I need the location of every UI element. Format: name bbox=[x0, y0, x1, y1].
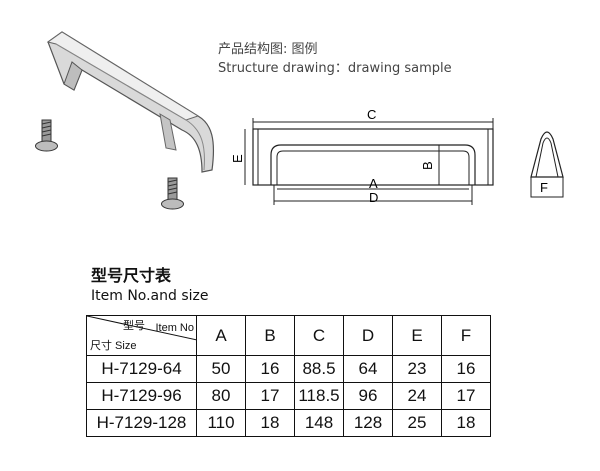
value-cell: 80 bbox=[196, 382, 246, 410]
header-corner-cell: 型号 Item No 尺寸 Size bbox=[86, 315, 197, 356]
corner-item-no: Item No bbox=[155, 322, 194, 334]
label-a: A bbox=[369, 176, 378, 191]
drawing-title-en: Structure drawing：drawing sample bbox=[218, 61, 452, 76]
corner-model-cn: 型号 bbox=[123, 320, 145, 332]
screw-right-illustration bbox=[161, 177, 184, 210]
label-d: D bbox=[369, 190, 378, 205]
value-cell: 50 bbox=[196, 355, 246, 383]
value-cell: 16 bbox=[441, 355, 491, 383]
table-title-cn: 型号尺寸表 bbox=[91, 266, 172, 285]
technical-drawing: C E B A D F bbox=[230, 107, 564, 205]
column-header: D bbox=[343, 315, 393, 356]
value-cell: 18 bbox=[441, 409, 491, 437]
value-cell: 23 bbox=[392, 355, 442, 383]
value-cell: 18 bbox=[245, 409, 295, 437]
item-number-cell: H-7129-128 bbox=[86, 409, 197, 437]
value-cell: 88.5 bbox=[294, 355, 344, 383]
column-header: F bbox=[441, 315, 491, 356]
column-header: B bbox=[245, 315, 295, 356]
size-table: 型号 Item No 尺寸 Size A B C D E F H-7129-64… bbox=[86, 315, 491, 437]
corner-size-label: 尺寸 Size bbox=[90, 340, 137, 352]
column-header: C bbox=[294, 315, 344, 356]
table-title-en: Item No.and size bbox=[91, 288, 209, 304]
value-cell: 118.5 bbox=[294, 382, 344, 410]
label-b: B bbox=[420, 161, 435, 170]
value-cell: 64 bbox=[343, 355, 393, 383]
value-cell: 128 bbox=[343, 409, 393, 437]
table-header-row: 型号 Item No 尺寸 Size A B C D E F bbox=[86, 315, 491, 356]
value-cell: 96 bbox=[343, 382, 393, 410]
label-c: C bbox=[367, 107, 376, 122]
table-row: H-7129-96 80 17 118.5 96 24 17 bbox=[86, 382, 491, 410]
table-row: H-7129-128 110 18 148 128 25 18 bbox=[86, 409, 491, 437]
label-e: E bbox=[230, 154, 245, 163]
value-cell: 17 bbox=[441, 382, 491, 410]
value-cell: 24 bbox=[392, 382, 442, 410]
table-row: H-7129-64 50 16 88.5 64 23 16 bbox=[86, 355, 491, 383]
handle-product-illustration bbox=[35, 31, 215, 210]
value-cell: 16 bbox=[245, 355, 295, 383]
screw-left-illustration bbox=[35, 119, 58, 152]
value-cell: 25 bbox=[392, 409, 442, 437]
drawing-title-cn: 产品结构图: 图例 bbox=[218, 42, 318, 57]
value-cell: 17 bbox=[245, 382, 295, 410]
value-cell: 148 bbox=[294, 409, 344, 437]
column-header: E bbox=[392, 315, 442, 356]
item-number-cell: H-7129-96 bbox=[86, 382, 197, 410]
item-number-cell: H-7129-64 bbox=[86, 355, 197, 383]
column-header: A bbox=[196, 315, 246, 356]
label-f: F bbox=[540, 180, 548, 195]
value-cell: 110 bbox=[196, 409, 246, 437]
